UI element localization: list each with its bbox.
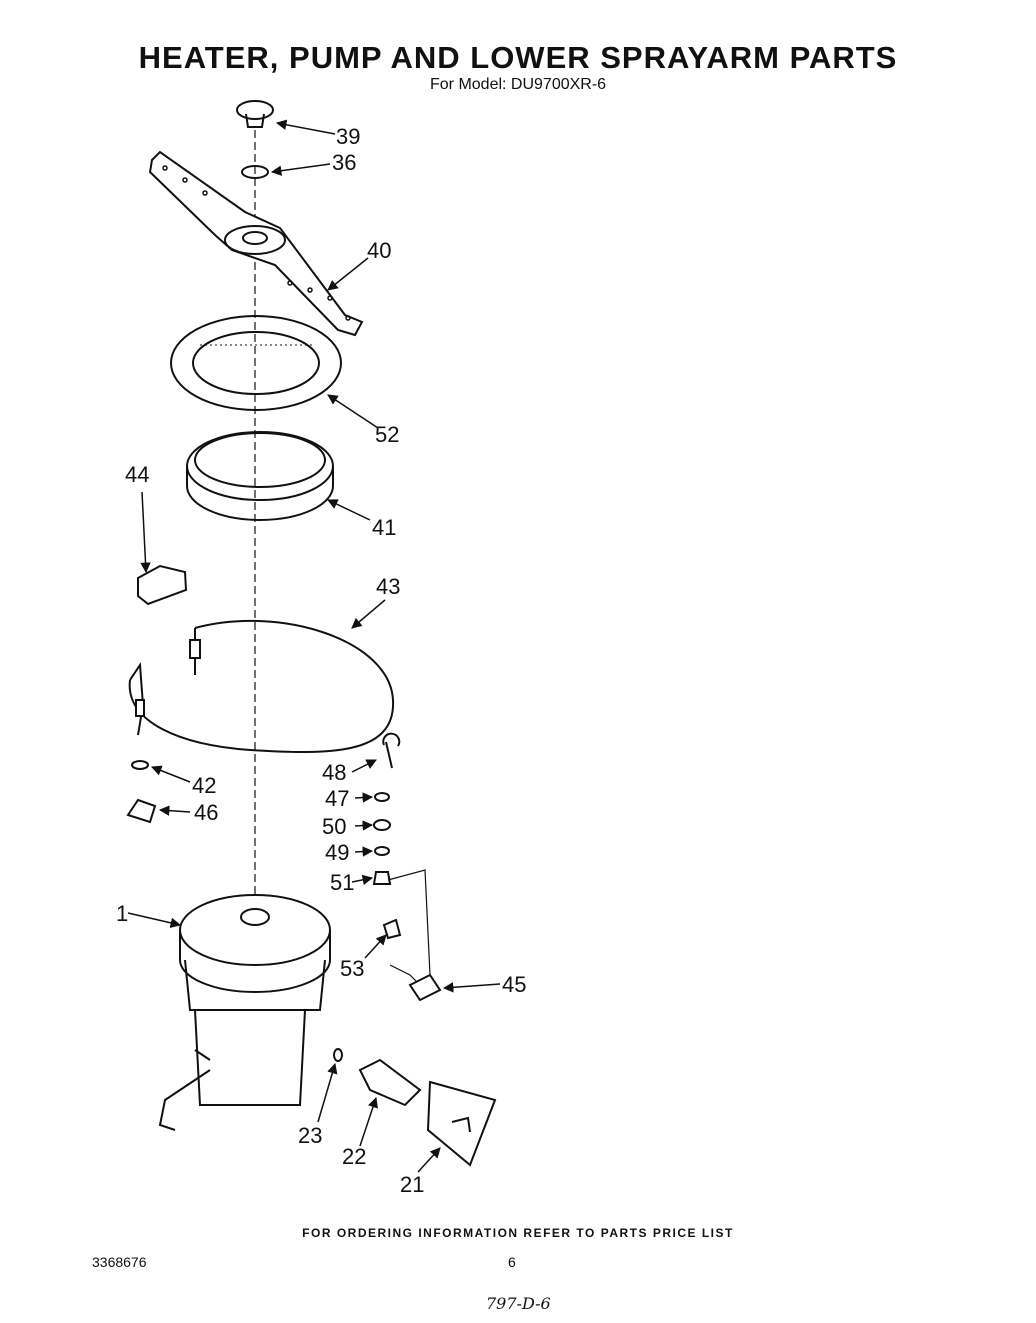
part-41-seal-ring (186, 431, 334, 521)
part-21-mounting-bracket (426, 1080, 497, 1167)
part-1-pump-motor-assembly (158, 894, 331, 1131)
part-52-filter-ring (170, 315, 342, 411)
sprayarm-holes (162, 165, 351, 321)
document-part-number: 3368676 (92, 1254, 147, 1270)
callout-39: 39 (336, 124, 360, 149)
page-number: 6 (508, 1254, 516, 1270)
page-title: HEATER, PUMP AND LOWER SPRAYARM PARTS (138, 40, 898, 75)
callout-22: 22 (342, 1144, 366, 1169)
callout-41: 41 (372, 515, 396, 540)
part-49-washer (374, 846, 390, 856)
callout-51: 51 (330, 870, 354, 895)
callout-43: 43 (376, 574, 400, 599)
callout-42: 42 (192, 773, 216, 798)
callout-21: 21 (400, 1172, 424, 1197)
callout-53: 53 (340, 956, 364, 981)
callout-45: 45 (502, 972, 526, 997)
part-51-nut (372, 871, 392, 885)
part-22-valve (358, 1058, 422, 1107)
callout-47: 47 (325, 786, 349, 811)
part-39-cap (236, 100, 274, 128)
part-47-washer (374, 792, 390, 802)
part-23-o-ring (333, 1048, 343, 1062)
callout-52: 52 (375, 422, 399, 447)
callout-1: 1 (116, 901, 128, 926)
part-48-terminal (382, 732, 401, 769)
callout-40: 40 (367, 238, 391, 263)
part-53-sensor (382, 918, 402, 940)
callout-48: 48 (322, 760, 346, 785)
callout-49: 49 (325, 840, 349, 865)
part-40-sprayarm (148, 150, 364, 337)
part-36-washer (241, 165, 269, 179)
part-45-bracket (408, 973, 442, 1002)
part-42-washer (131, 760, 149, 770)
part-44-clip (137, 564, 188, 606)
part-46-bracket (126, 798, 157, 824)
callout-46: 46 (194, 800, 218, 825)
ordering-info-footer: FOR ORDERING INFORMATION REFER TO PARTS … (302, 1226, 734, 1240)
handwritten-note: 797-D-6 (486, 1294, 551, 1313)
callout-44: 44 (125, 462, 149, 487)
part-43-heater-element (128, 619, 395, 753)
part-50-washer (373, 819, 391, 831)
callout-50: 50 (322, 814, 346, 839)
hardware-stack (372, 732, 431, 976)
callout-36: 36 (332, 150, 356, 175)
model-subtitle: For Model: DU9700XR-6 (430, 76, 607, 93)
callout-23: 23 (298, 1123, 322, 1148)
